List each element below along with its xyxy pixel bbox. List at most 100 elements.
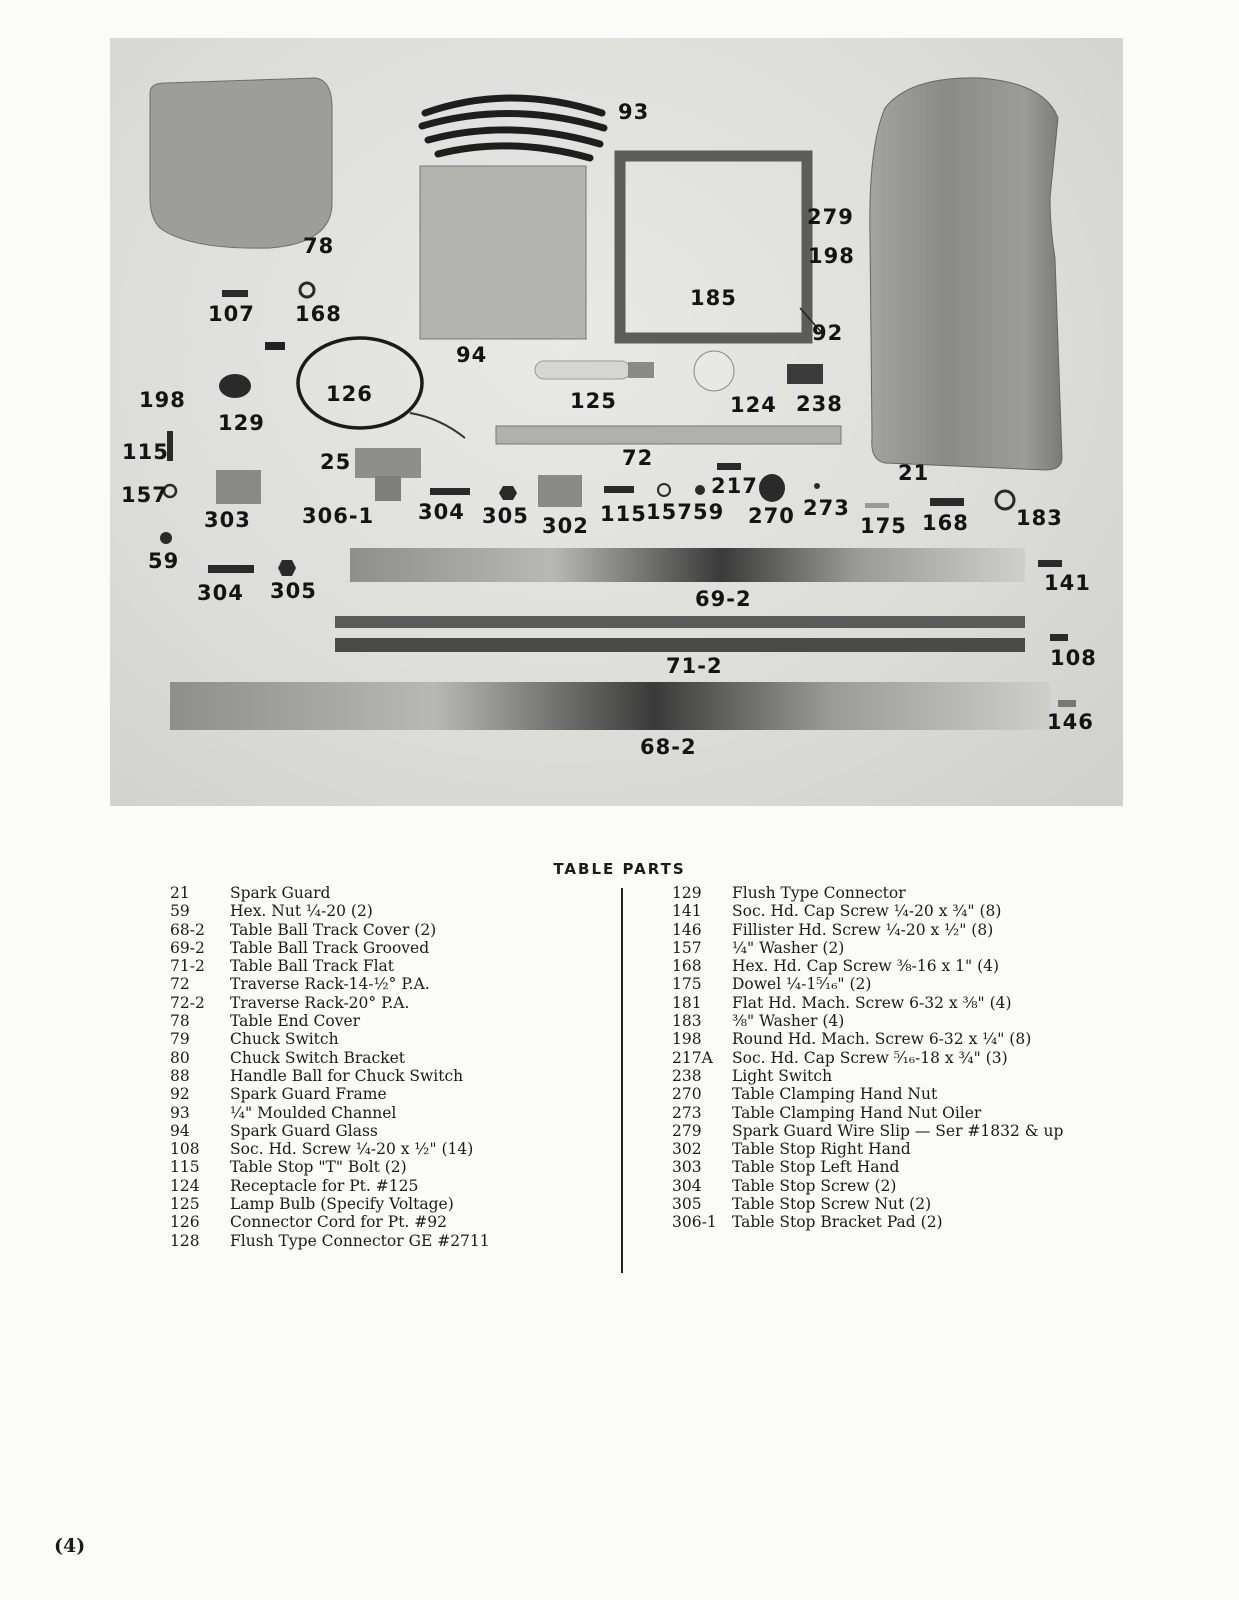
- parts-list-item: 304 Table Stop Screw (2): [672, 1177, 1063, 1195]
- parts-list-item: 198 Round Hd. Mach. Screw 6-32 x ¼" (8): [672, 1030, 1063, 1048]
- callout-69-2: 69-2: [695, 587, 752, 611]
- parts-list-item: 88 Handle Ball for Chuck Switch: [170, 1067, 490, 1085]
- part-number: 181: [672, 993, 702, 1012]
- callout-59: 59: [693, 500, 725, 524]
- part-description: Soc. Hd. Cap Screw ⁵⁄₁₆-18 x ¾" (3): [732, 1048, 1008, 1067]
- part-description: Flush Type Connector GE #2711: [230, 1231, 490, 1250]
- ball-track-grooved-shape: [350, 548, 1025, 582]
- flush-connector-shape: [219, 374, 251, 398]
- part-number: 129: [672, 884, 702, 902]
- callout-115: 115: [600, 502, 647, 526]
- parts-list-item: 129 Flush Type Connector: [672, 884, 1063, 902]
- connector-cord-shape: [296, 336, 424, 430]
- callout-305: 305: [482, 504, 529, 528]
- callout-59-left: 59: [148, 549, 180, 573]
- part-description: Table Stop Screw (2): [732, 1176, 897, 1195]
- part-description: Round Hd. Mach. Screw 6-32 x ¼" (8): [732, 1030, 1032, 1049]
- part-description: Fillister Hd. Screw ¼-20 x ½" (8): [732, 920, 994, 939]
- callout-68-2: 68-2: [640, 735, 697, 759]
- part-description: Chuck Switch Bracket: [230, 1048, 406, 1067]
- part-description: Spark Guard: [230, 884, 331, 902]
- table-end-cover-shape: [149, 77, 333, 249]
- callout-129: 129: [218, 411, 265, 435]
- parts-list-item: 181 Flat Hd. Mach. Screw 6-32 x ⅜" (4): [672, 994, 1063, 1012]
- callout-306-1: 306-1: [302, 504, 375, 528]
- part-number: 146: [672, 920, 702, 939]
- part-number: 304: [672, 1176, 702, 1195]
- parts-list-item: 94 Spark Guard Glass: [170, 1122, 490, 1140]
- part-number: 94: [170, 1121, 190, 1140]
- part-description: Table Ball Track Cover (2): [230, 920, 437, 939]
- callout-168: 168: [295, 302, 342, 326]
- part-number: 305: [672, 1195, 702, 1214]
- part-number: 198: [672, 1030, 702, 1049]
- part-number: 124: [170, 1176, 200, 1195]
- spark-guard-shape: [869, 77, 1063, 471]
- part-number: 273: [672, 1103, 702, 1122]
- callout-175: 175: [860, 514, 907, 538]
- part-number: 69-2: [170, 938, 205, 957]
- callout-198: 198: [808, 244, 855, 268]
- part-number: 72-2: [170, 993, 205, 1012]
- part-description: Table Stop Right Hand: [732, 1140, 911, 1159]
- part-description: Table Stop Screw Nut (2): [732, 1195, 932, 1214]
- spark-guard-glass-shape: [419, 165, 587, 340]
- light-switch-shape: [787, 364, 823, 384]
- part-description: Flat Hd. Mach. Screw 6-32 x ⅜" (4): [732, 993, 1012, 1012]
- callout-302: 302: [542, 514, 589, 538]
- callout-125: 125: [570, 389, 617, 413]
- callout-185: 185: [690, 286, 737, 310]
- part-number: 79: [170, 1030, 190, 1049]
- part-description: Hex. Nut ¼-20 (2): [230, 902, 373, 921]
- callout-304-left: 304: [197, 581, 244, 605]
- parts-list-item: 124 Receptacle for Pt. #125: [170, 1177, 490, 1195]
- part-description: Receptacle for Pt. #125: [230, 1176, 419, 1195]
- parts-illustration: [149, 77, 1076, 730]
- callout-124: 124: [730, 393, 777, 417]
- callout-78: 78: [303, 234, 335, 258]
- callout-21: 21: [898, 461, 930, 485]
- parts-list-item: 68-2 Table Ball Track Cover (2): [170, 921, 490, 939]
- part-number: 68-2: [170, 920, 205, 939]
- part-description: Spark Guard Glass: [230, 1121, 378, 1140]
- part-number: 306-1: [672, 1213, 717, 1232]
- part-number: 93: [170, 1103, 190, 1122]
- callout-72: 72: [622, 446, 654, 470]
- part-description: Soc. Hd. Screw ¼-20 x ½" (14): [230, 1140, 474, 1159]
- part-number: 92: [170, 1085, 190, 1104]
- parts-list-item: 306-1 Table Stop Bracket Pad (2): [672, 1213, 1063, 1231]
- part-description: Lamp Bulb (Specify Voltage): [230, 1195, 454, 1214]
- lamp-bulb-shape: [534, 360, 631, 380]
- callout-198-left: 198: [139, 388, 186, 412]
- callout-157: 157: [646, 500, 693, 524]
- callout-305-left: 305: [270, 579, 317, 603]
- part-description: Handle Ball for Chuck Switch: [230, 1066, 464, 1085]
- column-divider: [621, 888, 623, 1273]
- parts-list-item: 305 Table Stop Screw Nut (2): [672, 1195, 1063, 1213]
- part-description: Table Stop Bracket Pad (2): [732, 1213, 943, 1232]
- part-description: Flush Type Connector: [732, 884, 906, 902]
- moulded-channel-shape: [418, 94, 608, 162]
- callout-168-right: 168: [922, 511, 969, 535]
- part-number: 125: [170, 1195, 200, 1214]
- part-number: 78: [170, 1012, 190, 1031]
- part-description: ⅜" Washer (4): [732, 1012, 845, 1031]
- callout-183: 183: [1016, 506, 1063, 530]
- callout-273: 273: [803, 496, 850, 520]
- callout-217: 217: [711, 474, 758, 498]
- part-number: 88: [170, 1066, 190, 1085]
- part-description: Table Clamping Hand Nut: [732, 1085, 938, 1104]
- parts-photo: 93 78 279 198 185 92 107 168 94 198 126 …: [110, 38, 1123, 806]
